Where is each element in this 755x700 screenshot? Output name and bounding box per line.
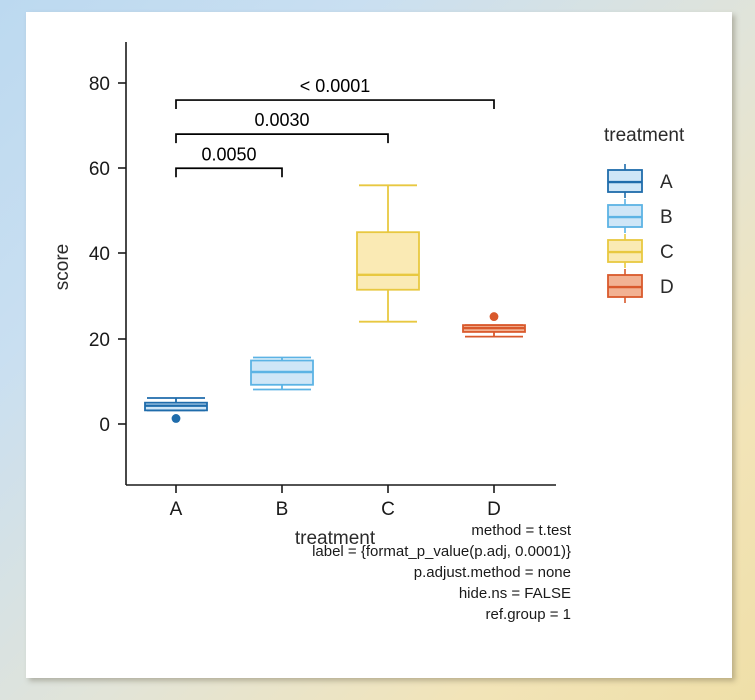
legend-item-a[interactable]: A [607, 164, 673, 198]
x-tick-label-c: C [381, 499, 395, 520]
box-rect[interactable] [356, 231, 420, 291]
legend-item-c[interactable]: C [607, 234, 674, 268]
bracket-path [175, 99, 495, 110]
caption-block: method = t.test label = {format_p_value(… [312, 522, 572, 623]
significance-brackets: 0.0050 0.0030 < 0.0001 [175, 76, 495, 178]
bracket-path [175, 167, 283, 178]
box-a[interactable] [144, 397, 208, 423]
x-tick-label-b: B [276, 499, 289, 520]
bracket-a-c: 0.0030 [175, 110, 389, 144]
legend-title: treatment [604, 125, 685, 146]
bracket-a-b: 0.0050 [175, 144, 283, 178]
box-d[interactable] [462, 312, 526, 338]
caption-line-padjust: p.adjust.method = none [414, 564, 571, 581]
legend-label: B [660, 207, 673, 228]
boxplot-chart: 80 60 40 20 0 score A B C D treatment [52, 42, 685, 623]
caption-line-hidens: hide.ns = FALSE [459, 585, 571, 602]
x-axis-ticks: A B C D [170, 485, 501, 520]
box-c[interactable] [356, 184, 420, 323]
y-tick-label-80: 80 [89, 74, 110, 95]
y-axis-title: score [52, 244, 73, 290]
y-tick-label-0: 0 [99, 415, 110, 436]
bracket-path [175, 133, 389, 144]
bracket-a-d: < 0.0001 [175, 76, 495, 110]
y-tick-label-60: 60 [89, 159, 110, 180]
y-axis-ticks: 80 60 40 20 0 [89, 74, 126, 436]
box-b[interactable] [250, 356, 314, 391]
caption-line-refgroup: ref.group = 1 [486, 606, 571, 623]
bracket-pvalue-label: < 0.0001 [300, 76, 371, 96]
legend-item-b[interactable]: B [607, 199, 673, 233]
x-tick-label-a: A [170, 499, 183, 520]
figure-panel: 80 60 40 20 0 score A B C D treatment [26, 12, 732, 678]
boxplot-series [144, 184, 526, 423]
outlier-point[interactable] [489, 312, 499, 321]
bracket-pvalue-label: 0.0030 [254, 110, 309, 130]
caption-line-label: label = {format_p_value(p.adj, 0.0001)} [312, 543, 571, 560]
y-tick-label-40: 40 [89, 244, 110, 265]
legend-item-d[interactable]: D [607, 269, 674, 303]
caption-line-method: method = t.test [471, 522, 571, 539]
x-tick-label-d: D [487, 499, 501, 520]
y-tick-label-20: 20 [89, 330, 110, 351]
outlier-point[interactable] [171, 414, 181, 423]
legend-label: D [660, 277, 674, 298]
bracket-pvalue-label: 0.0050 [201, 144, 256, 164]
legend-label: A [660, 172, 673, 193]
x-axis-title: treatment [295, 528, 376, 549]
legend-label: C [660, 242, 674, 263]
